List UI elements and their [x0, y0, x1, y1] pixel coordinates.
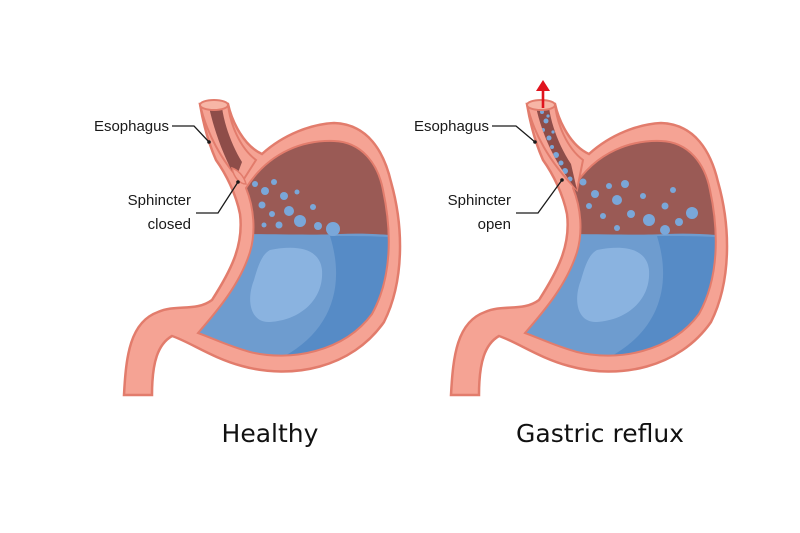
leader-dot [560, 178, 564, 182]
sphincter-label-line2: open [478, 216, 511, 233]
sphincter-closed [231, 166, 247, 185]
acid-highlight [250, 247, 323, 323]
sphincter-label-line1: Sphincter [448, 192, 511, 209]
sphincter-label-line1: Sphincter [128, 192, 191, 209]
leader-line [172, 125, 210, 143]
sphincter-callout: Sphincter closed [128, 180, 240, 233]
acid-highlight [577, 247, 650, 323]
esophagus-callout: Esophagus [414, 118, 537, 144]
leader-dot [533, 140, 537, 144]
leader-line [492, 125, 536, 143]
esophagus-opening [199, 99, 229, 111]
esophagus-label: Esophagus [414, 118, 489, 135]
panel-reflux: Esophagus Sphincter open Gastric reflux [414, 80, 729, 448]
esophagus-callout: Esophagus [94, 118, 211, 144]
leader-dot [236, 180, 240, 184]
caption-reflux: Gastric reflux [516, 419, 684, 448]
gas-bubbles [579, 178, 698, 235]
leader-line [196, 181, 239, 214]
leader-line [516, 179, 563, 214]
sphincter-callout: Sphincter open [448, 178, 564, 233]
sphincter-label-line2: closed [148, 216, 191, 233]
panel-healthy: Esophagus Sphincter closed Healthy [94, 99, 402, 448]
stomach-illustration-healthy [122, 99, 402, 397]
esophagus-label: Esophagus [94, 118, 169, 135]
up-arrow-icon [536, 80, 550, 108]
caption-healthy: Healthy [222, 419, 319, 448]
stomach-illustration-reflux [449, 80, 729, 397]
esophagus-opening [526, 99, 556, 111]
leader-dot [207, 140, 211, 144]
gas-bubbles [252, 179, 340, 236]
